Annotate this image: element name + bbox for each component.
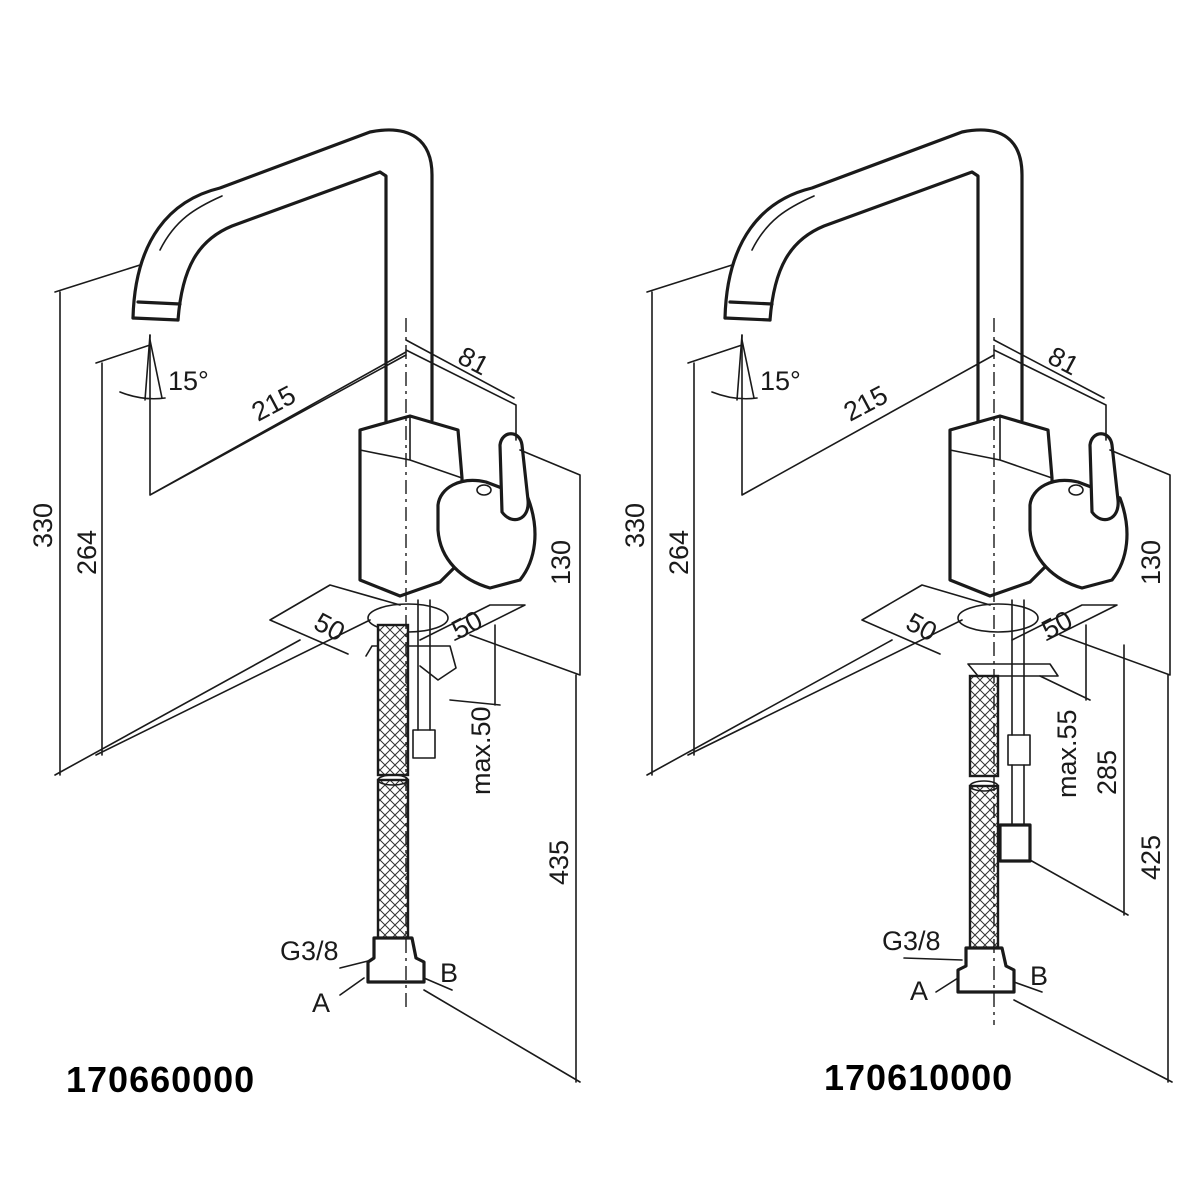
label-leaders [903, 957, 1043, 993]
hose-fitting [956, 946, 1016, 994]
dim-counter [1039, 624, 1091, 701]
mounting-bracket [365, 645, 457, 681]
model-number-left: 170660000 [66, 1059, 255, 1100]
spout-tip [131, 300, 182, 322]
check-valve [998, 823, 1032, 863]
dim-height-total [646, 264, 893, 776]
rod-nut [412, 729, 436, 759]
base-ring [957, 603, 1039, 633]
knob-screw [1068, 484, 1084, 496]
dim-base [861, 584, 1118, 655]
hose-lower [376, 778, 410, 940]
dim-counter-label: max.50 [466, 706, 496, 795]
dim-hose-length [1013, 674, 1173, 1083]
knob-screw [476, 484, 492, 496]
dim-reach [149, 334, 407, 496]
model-number-right: 170610000 [824, 1057, 1013, 1098]
dim-height-spout-label: 264 [664, 530, 694, 575]
dim-reach-label: 215 [247, 380, 301, 428]
dim-lever-label: 81 [1043, 341, 1084, 382]
dim-height-spout [687, 344, 963, 756]
dim-height-spout-label: 264 [72, 530, 102, 575]
thread-label: G3/8 [280, 936, 339, 966]
dim-height-total-label: 330 [620, 503, 650, 548]
spout-outer [723, 128, 1024, 422]
dim-counter [449, 624, 501, 706]
dim-hose-length [423, 674, 581, 1083]
angle-marker [711, 334, 758, 401]
threaded-rod [1011, 599, 1025, 736]
spout-tip [723, 300, 774, 322]
hose-break [377, 774, 409, 786]
valve-rod [1011, 764, 1025, 826]
right-faucet-drawing: 15° 215 81 330 264 130 50 50 max.55 285 … [620, 128, 1173, 1098]
dim-height-total [54, 264, 301, 776]
dim-base [269, 584, 526, 655]
body-edge [949, 415, 1053, 479]
dim-body-height-label: 130 [546, 540, 576, 585]
dim-body-height [1059, 449, 1171, 676]
spout-highlight [751, 195, 815, 251]
spout-highlight [159, 195, 223, 251]
dim-base-a-label: 50 [901, 607, 942, 648]
label-a: A [910, 976, 928, 1006]
spout-outer [131, 128, 434, 422]
lever-handle [1088, 432, 1120, 522]
dim-hose-length-label: 435 [544, 840, 574, 885]
dim-hose-length-label: 425 [1136, 835, 1166, 880]
angle-marker [119, 334, 166, 401]
hose-break [969, 780, 999, 792]
lever-handle [498, 432, 530, 522]
dim-reach-label: 215 [839, 380, 893, 428]
dim-valve-depth-label: 285 [1092, 750, 1122, 795]
label-a: A [312, 988, 330, 1018]
dim-lever [405, 339, 517, 441]
hose-upper [376, 623, 410, 777]
dim-height-spout [95, 344, 371, 756]
spout-inner [176, 170, 388, 430]
dim-height-total-label: 330 [28, 503, 58, 548]
dim-counter-label: max.55 [1052, 709, 1082, 798]
left-faucet-drawing: 15° 215 81 330 264 130 50 50 max.50 435 … [28, 128, 581, 1100]
label-b: B [440, 958, 458, 988]
mounting-plate [967, 663, 1059, 677]
dim-angle-label: 15° [168, 366, 209, 396]
thread-label: G3/8 [882, 926, 941, 956]
hose-fitting [366, 936, 426, 984]
dim-body-height-label: 130 [1136, 540, 1166, 585]
label-leaders [339, 959, 453, 996]
dim-base-a-label: 50 [309, 607, 350, 648]
dim-angle-label: 15° [760, 366, 801, 396]
dim-lever [993, 339, 1107, 441]
label-b: B [1030, 961, 1048, 991]
dim-lever-label: 81 [453, 341, 494, 382]
dim-valve-depth [1029, 644, 1129, 916]
dim-reach [741, 334, 995, 496]
body-edge [359, 415, 463, 479]
dim-body-height [469, 449, 581, 676]
spout-inner [768, 170, 980, 430]
rod-nut [1007, 734, 1031, 766]
threaded-rod [417, 599, 431, 731]
